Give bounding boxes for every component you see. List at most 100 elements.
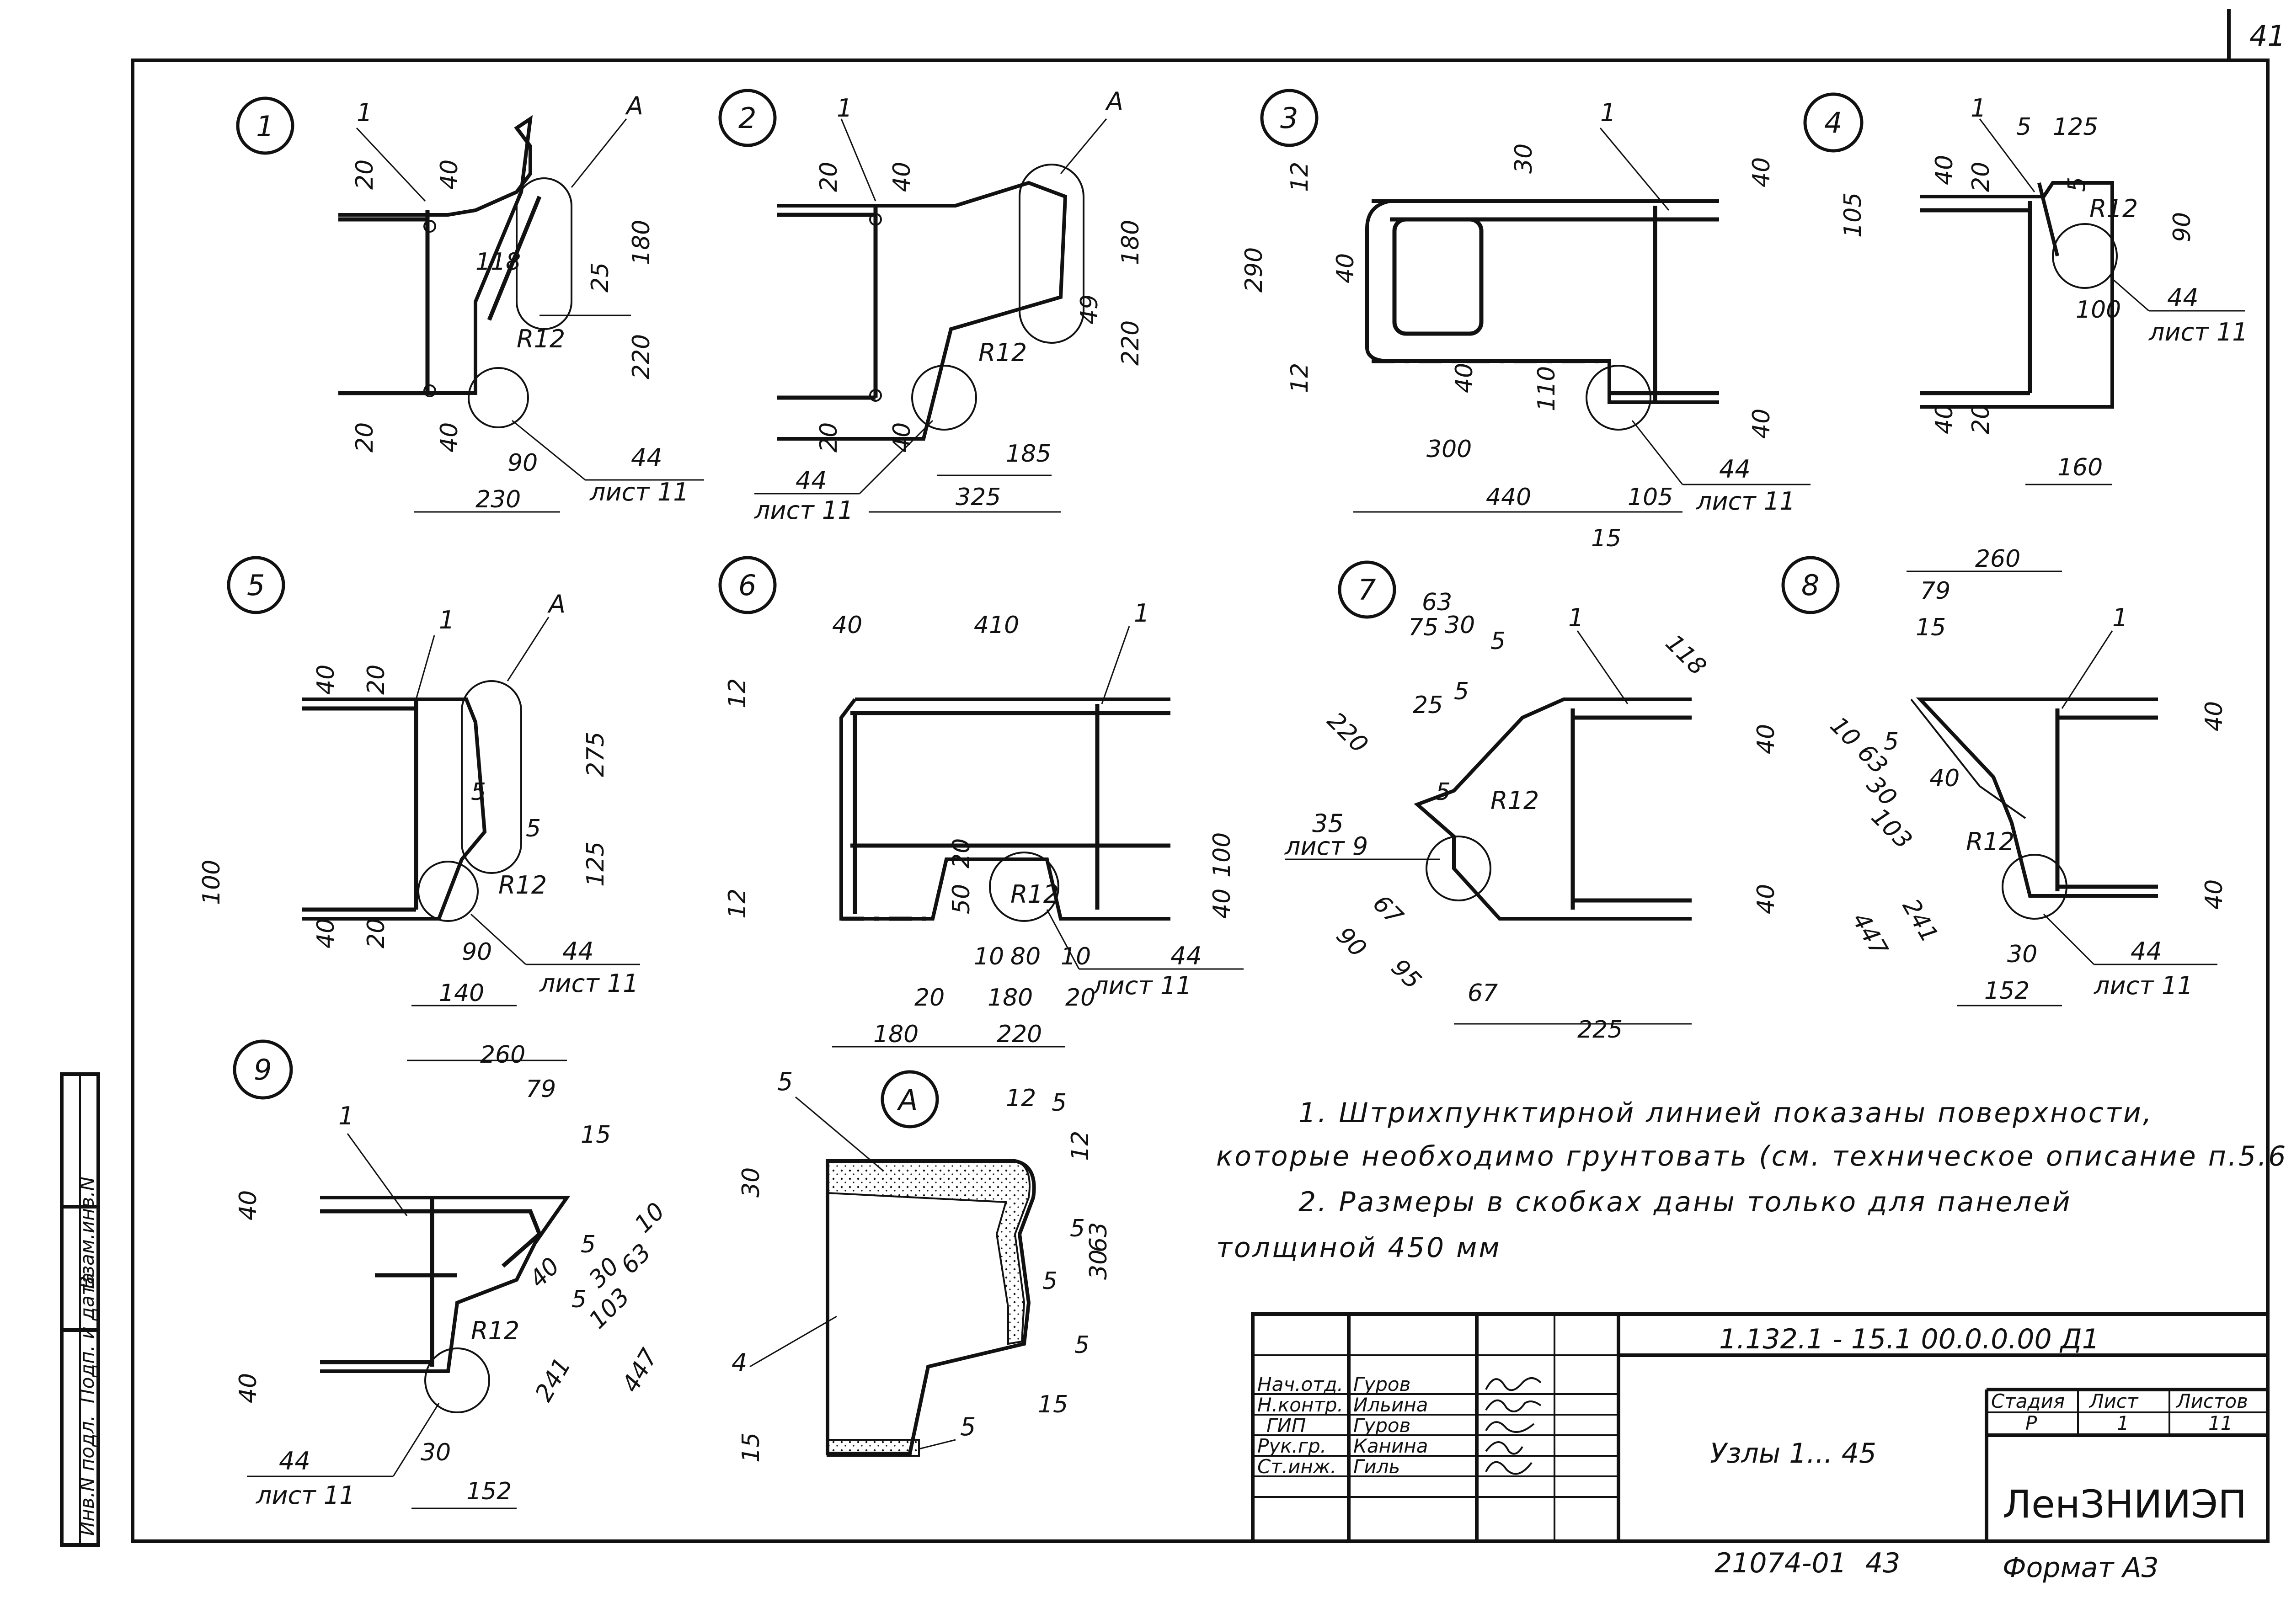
svg-text:185: 185 [1006, 440, 1051, 468]
svg-text:20: 20 [351, 160, 379, 190]
side-stamp: Инв.N подл. Подп. и дата Взам.инв.N [60, 1072, 100, 1547]
svg-text:1: 1 [1568, 603, 1584, 632]
svg-text:103: 103 [1866, 803, 1917, 855]
note-1-line-2: которые необходимо грунтовать (см. техни… [1216, 1140, 2286, 1172]
svg-text:1: 1 [439, 606, 454, 634]
svg-text:180: 180 [873, 1021, 919, 1048]
svg-text:241: 241 [1897, 895, 1944, 948]
svg-text:10: 10 [630, 1198, 670, 1238]
node-5: 5 1 A 40 20 275 5 5 100 125 40 20 90 140… [198, 556, 640, 1007]
svg-text:1: 1 [1600, 98, 1616, 127]
format-label: Формат А3 [2003, 1552, 2159, 1584]
node-a-sealant-top [827, 1160, 1031, 1345]
svg-text:5: 5 [1070, 1215, 1085, 1242]
svg-text:160: 160 [2057, 454, 2103, 481]
svg-text:44: 44 [1170, 942, 1202, 970]
svg-text:25: 25 [1413, 692, 1443, 719]
svg-text:R12: R12 [978, 338, 1027, 367]
svg-text:63: 63 [1085, 1222, 1112, 1252]
svg-text:3: 3 [1280, 101, 1298, 135]
svg-text:15: 15 [1591, 525, 1621, 552]
svg-text:R12: R12 [1010, 880, 1059, 909]
svg-text:225: 225 [1577, 1016, 1623, 1044]
svg-text:A: A [1105, 87, 1123, 116]
svg-text:105: 105 [1628, 484, 1673, 511]
svg-text:7: 7 [1358, 573, 1376, 607]
svg-text:15: 15 [1038, 1391, 1068, 1418]
svg-text:лист 11: лист 11 [2148, 318, 2248, 346]
note-1-line-1: 1. Штрихпунктирной линией показаны повер… [1298, 1097, 2153, 1129]
svg-text:40: 40 [1748, 157, 1775, 187]
svg-text:30: 30 [737, 1167, 765, 1198]
svg-text:230: 230 [475, 486, 521, 513]
svg-text:25: 25 [587, 262, 614, 293]
org-name: ЛенЗНИИЭП [2003, 1482, 2247, 1527]
svg-text:5: 5 [1074, 1331, 1090, 1359]
svg-text:410: 410 [974, 612, 1019, 639]
svg-text:30: 30 [421, 1439, 451, 1466]
svg-text:40: 40 [1931, 155, 1958, 185]
svg-text:R12: R12 [471, 1316, 519, 1345]
svg-text:79: 79 [526, 1076, 556, 1103]
svg-text:260: 260 [1975, 545, 2020, 573]
svg-text:10: 10 [1061, 943, 1091, 970]
signatures [1485, 1377, 1542, 1475]
svg-text:44: 44 [796, 466, 827, 495]
svg-text:Гиль: Гиль [1353, 1455, 1400, 1478]
node-1-detail-circle [468, 367, 529, 428]
node-3: 3 30 12 40 290 40 12 40 110 40 300 440 1… [1240, 89, 1811, 552]
stamp-sign: Подп. и дата [76, 1273, 98, 1403]
svg-text:15: 15 [1916, 614, 1946, 641]
title-block: 1.132.1 - 15.1 00.0.0.00 Д1 Узлы 1... 45… [1251, 1312, 2270, 1584]
svg-text:Ст.инж.: Ст.инж. [1257, 1455, 1336, 1478]
svg-text:300: 300 [1426, 436, 1472, 463]
svg-text:1: 1 [2117, 1412, 2129, 1434]
svg-text:5: 5 [1436, 778, 1451, 806]
svg-text:125: 125 [2053, 113, 2098, 141]
svg-text:20: 20 [948, 838, 975, 868]
svg-text:260: 260 [480, 1041, 525, 1069]
svg-text:5: 5 [471, 778, 486, 806]
svg-text:15: 15 [581, 1121, 611, 1149]
svg-text:118: 118 [1660, 629, 1712, 681]
svg-text:12: 12 [1006, 1085, 1036, 1112]
svg-text:90: 90 [462, 938, 492, 966]
svg-text:5: 5 [1042, 1267, 1058, 1295]
svg-text:35: 35 [1312, 809, 1344, 838]
svg-text:R12: R12 [517, 325, 565, 353]
svg-text:67: 67 [1367, 890, 1408, 931]
svg-text:40: 40 [235, 1190, 262, 1220]
node-1-ref: 44 [631, 443, 662, 472]
svg-text:Нач.отд.: Нач.отд. [1257, 1373, 1343, 1395]
node-1: 1 1 A 20 40 118 180 25 220 20 40 90 230 … [236, 91, 704, 513]
node-1-circle [236, 96, 294, 155]
svg-text:40: 40 [2201, 701, 2228, 731]
node-1-sheet: лист 11 [589, 478, 689, 506]
svg-text:Канина: Канина [1353, 1435, 1428, 1457]
svg-text:лист 9: лист 9 [1284, 832, 1368, 861]
svg-text:49: 49 [1076, 294, 1103, 325]
svg-text:95: 95 [1386, 954, 1426, 995]
svg-text:152: 152 [466, 1478, 512, 1505]
node-4: 4 1 5 125 40 20 5 105 90 100 40 20 160 R… [1803, 92, 2248, 485]
svg-text:5: 5 [777, 1067, 793, 1096]
svg-text:220: 220 [1117, 320, 1144, 366]
svg-text:40: 40 [312, 918, 340, 948]
svg-text:9: 9 [254, 1053, 272, 1086]
svg-text:10: 10 [974, 943, 1004, 970]
svg-text:40: 40 [832, 612, 862, 639]
svg-text:90: 90 [507, 449, 538, 477]
svg-text:5: 5 [1490, 628, 1506, 655]
svg-text:180: 180 [628, 220, 655, 265]
svg-text:103: 103 [584, 1283, 636, 1335]
svg-text:1: 1 [1134, 599, 1149, 628]
svg-text:4: 4 [732, 1348, 747, 1377]
svg-text:5: 5 [1884, 728, 1899, 756]
svg-text:лист 11: лист 11 [539, 969, 639, 998]
node-7: 7 63 75 30 5 118 220 25 5 5 40 67 90 95 … [1284, 560, 1780, 1044]
svg-text:1: 1 [338, 1102, 354, 1130]
svg-text:80: 80 [1010, 943, 1041, 970]
svg-text:Р: Р [2025, 1412, 2037, 1434]
svg-text:63: 63 [1422, 589, 1452, 616]
